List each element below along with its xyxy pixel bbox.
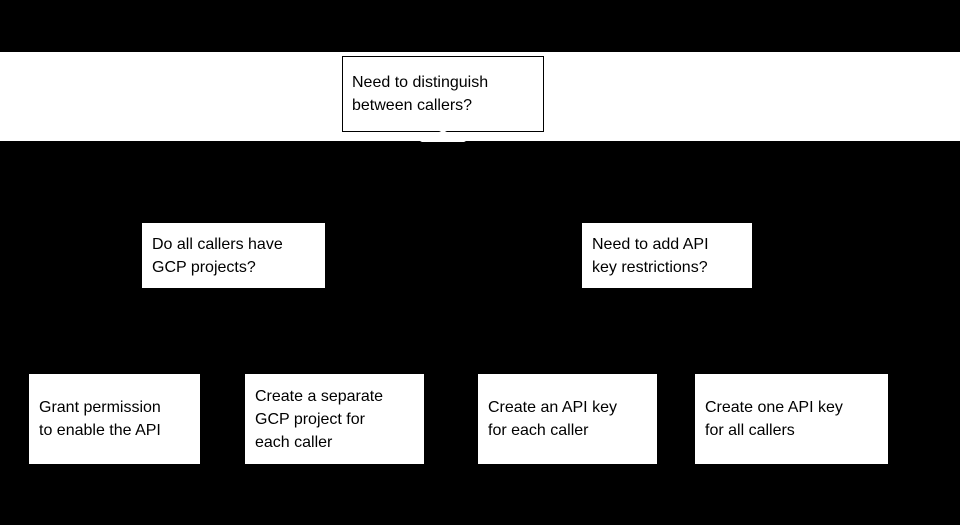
node-label: Create one API key for all callers	[705, 399, 843, 439]
node-need-to-add-api-key-restrictions[interactable]: Need to add API key restrictions?	[582, 223, 752, 288]
node-label: Need to distinguish between callers?	[352, 74, 489, 114]
node-need-to-distinguish-callers[interactable]: Need to distinguish between callers?	[342, 56, 544, 132]
node-do-all-callers-have-gcp-projects[interactable]: Do all callers have GCP projects?	[142, 223, 325, 288]
node-create-one-api-key-for-all-callers[interactable]: Create one API key for all callers	[695, 374, 888, 464]
node-grant-permission-to-enable-api[interactable]: Grant permission to enable the API	[29, 374, 200, 464]
node-create-separate-gcp-project[interactable]: Create a separate GCP project for each c…	[245, 374, 424, 464]
chevron-up-icon	[420, 130, 466, 142]
node-label: Need to add API key restrictions?	[592, 235, 709, 276]
node-label: Do all callers have GCP projects?	[152, 235, 283, 276]
node-create-api-key-for-each-caller[interactable]: Create an API key for each caller	[478, 374, 657, 464]
node-label: Create a separate GCP project for each c…	[255, 387, 384, 451]
node-label: Grant permission to enable the API	[39, 399, 161, 439]
node-label: Create an API key for each caller	[488, 399, 617, 439]
